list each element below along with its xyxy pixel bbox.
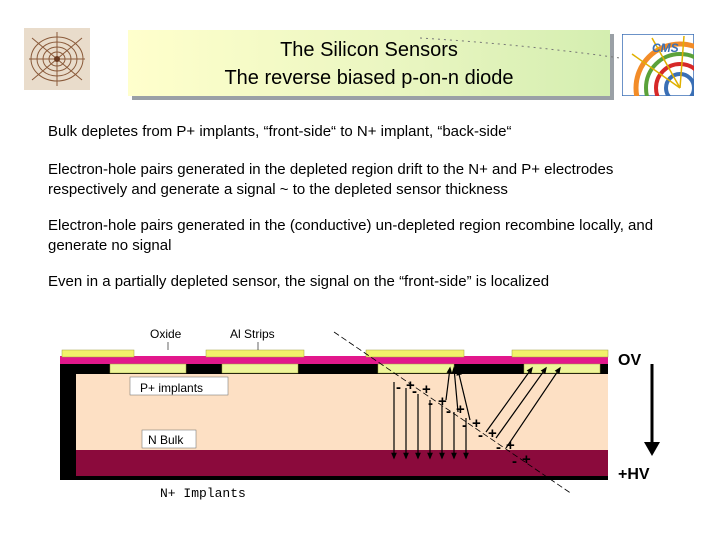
charge-markers: -+-+-+-+-+-+-+-+ [396,377,531,470]
hole-drift-arrow-head [451,366,458,374]
al-strip-3 [365,349,465,358]
bullet-text-3: Electron-hole pairs generated in the (co… [48,217,654,254]
electron-charge-marker: - [428,395,433,412]
electron-charge-marker: - [496,439,501,456]
al-strip-4 [511,349,609,358]
hole-charge-marker: + [488,425,497,442]
page-subtitle: The reverse biased p-on-n diode [224,67,514,89]
al-strips-label: Al Strips [230,327,275,341]
electron-drift-arrow-head [427,452,433,460]
n-implants-label: N+ Implants [160,486,246,501]
electron-charge-marker: - [396,379,401,396]
page-title: The Silicon Sensors [280,39,458,61]
hole-drift-arrow [453,367,459,413]
cms-logo-icon: CMS [621,33,720,135]
electron-charge-marker: - [478,427,483,444]
hole-drift-arrow [495,367,547,439]
diode-diagram: -+-+-+-+-+-+-+-+ Oxide Al Strips P+ impl… [0,320,720,540]
field-arrows [391,366,561,460]
n-implant-layer [76,450,608,476]
electron-charge-marker: - [412,383,417,400]
p-implants-label-box [129,376,229,396]
electron-charge-marker: - [462,417,467,434]
hole-drift-arrow-head [446,366,453,374]
al-strip-1 [61,349,135,358]
p-implant-4 [523,363,601,374]
bullet-text-1: Bulk depletes from P+ implants, “front-s… [48,123,512,140]
bullet-text-4: Even in a partially depleted sensor, the… [48,273,550,290]
hole-drift-arrow [457,369,471,421]
electron-drift-arrow-head [451,452,457,460]
hole-drift-arrow [485,367,533,433]
electron-charge-marker: - [446,403,451,420]
hole-drift-arrow-head [540,366,547,374]
hole-charge-marker: + [472,415,481,432]
left-logo-icon [24,28,90,90]
oxide-layer [60,356,608,364]
p-implant-2 [221,363,299,374]
hole-charge-marker: + [438,393,447,410]
hole-charge-marker: + [406,377,415,394]
hole-drift-arrow-head [456,368,462,376]
hole-drift-arrow-head [526,366,533,374]
electron-drift-arrow-head [463,452,469,460]
oxide-label: Oxide [150,327,182,341]
hole-charge-marker: + [456,401,465,418]
hole-drift-arrow [445,367,451,401]
hole-charge-marker: + [522,451,531,468]
zero-volt-label: OV [618,352,642,369]
high-voltage-label: +HV [618,466,650,483]
electron-drift-arrow-head [439,452,445,460]
bias-arrow-icon [644,364,660,456]
electron-drift-arrow-head [391,452,397,460]
hole-charge-marker: + [422,381,431,398]
p-implant-3 [377,363,455,374]
n-bulk-label: N Bulk [148,433,184,447]
electron-charge-marker: - [512,453,517,470]
particle-track [333,331,573,495]
hole-drift-arrow-head [554,366,561,374]
p-implants-label: P+ implants [140,381,204,395]
svg-text:CMS: CMS [652,41,679,55]
electron-drift-arrow-head [403,452,409,460]
title-box: The Silicon Sensors The reverse biased p… [128,30,610,96]
n-bulk-label-box [141,429,197,449]
bullet-text-2: Electron-hole pairs generated in the dep… [48,161,614,198]
hole-drift-arrow [505,367,561,449]
electron-drift-arrow-head [415,452,421,460]
title-dotted-line [419,37,621,59]
al-strip-2 [205,349,305,358]
p-implant-1 [109,363,187,374]
hole-charge-marker: + [506,437,515,454]
